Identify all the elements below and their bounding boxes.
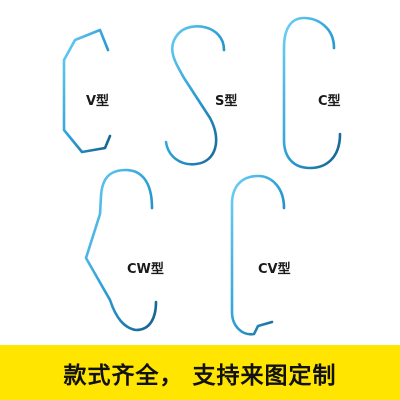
s-hook-label: S型 [215, 94, 238, 109]
product-photo: V型 S型 C型 CW型 CV型 [62, 16, 342, 336]
c-hook [282, 16, 342, 170]
v-hook-label: V型 [86, 94, 110, 109]
promo-banner: 款式齐全， 支持来图定制 [0, 345, 400, 400]
cw-hook-label: CW型 [127, 262, 164, 277]
s-hook [164, 25, 226, 166]
cv-hook [230, 174, 286, 336]
cv-hook-label: CV型 [258, 262, 291, 277]
v-hook [62, 28, 112, 154]
c-hook-label: C型 [318, 94, 341, 109]
hooks-illustration [62, 16, 342, 336]
cw-hook [84, 168, 158, 332]
banner-text: 款式齐全， 支持来图定制 [63, 362, 337, 389]
